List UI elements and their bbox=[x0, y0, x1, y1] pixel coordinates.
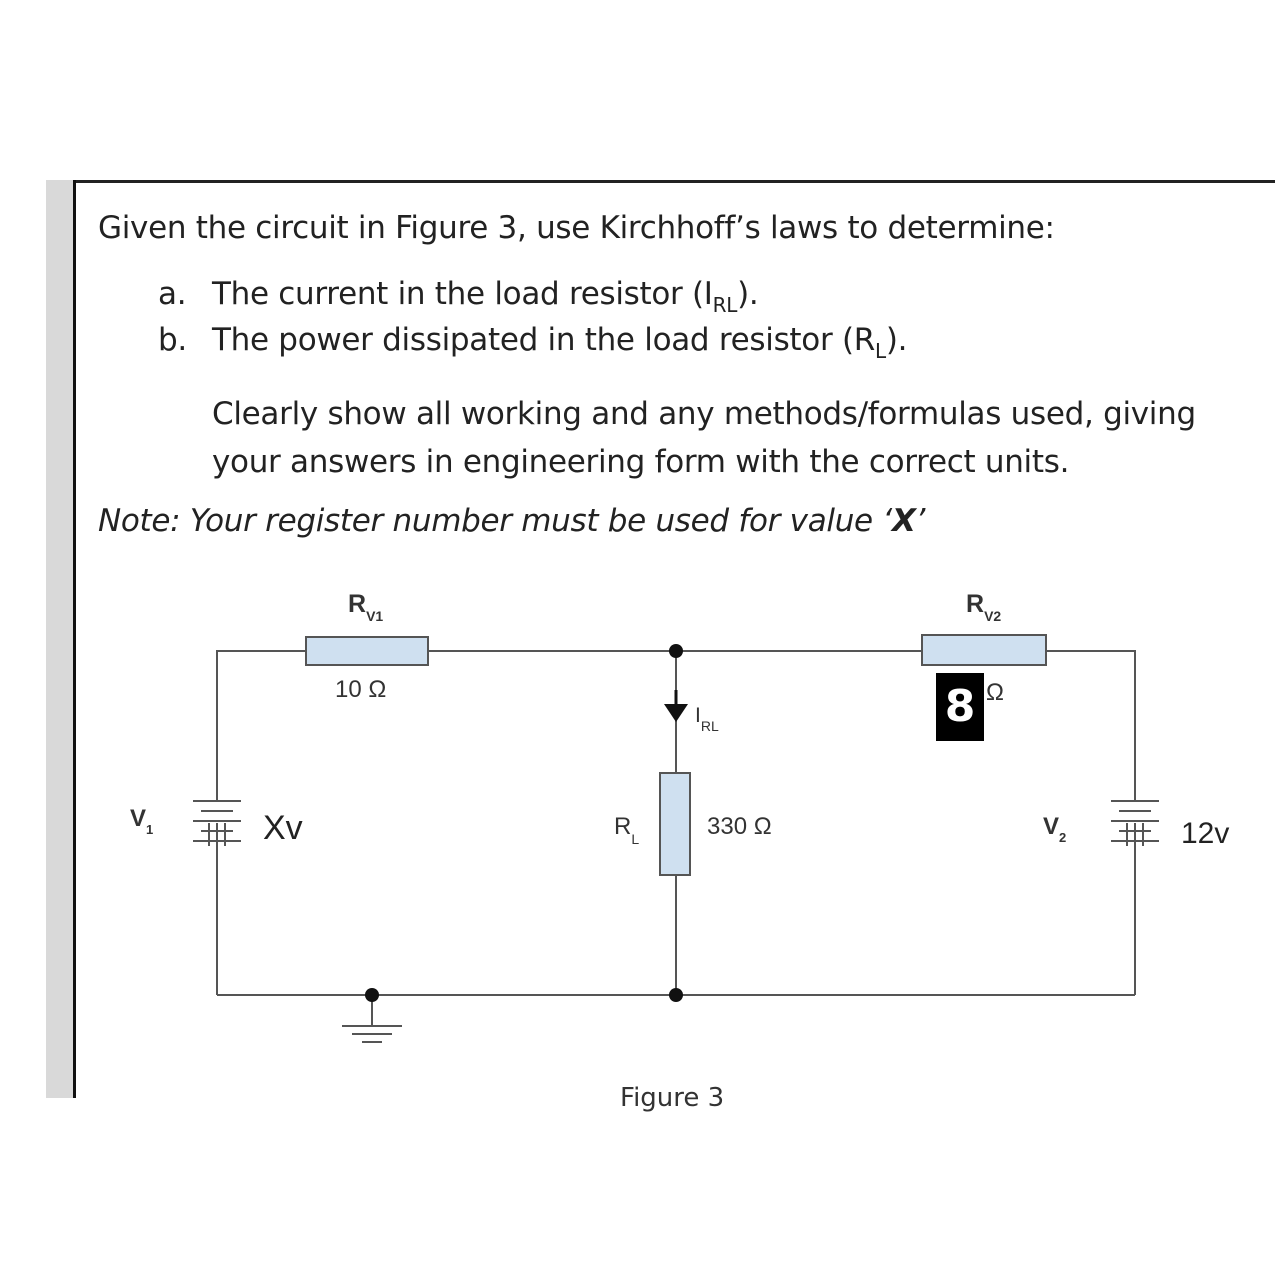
note-prefix: Note: Your register number must be used … bbox=[98, 503, 892, 539]
circuit-diagram: RV1 10 Ω RV2 Ω IRL RL 330 Ω V1 Xv V2 12v bbox=[130, 590, 1229, 1043]
rl-label: RL bbox=[614, 813, 639, 847]
rl-value: 330 Ω bbox=[707, 813, 772, 840]
junction-top bbox=[669, 644, 683, 658]
v1-value: Xv bbox=[263, 809, 303, 847]
resistor-rv2 bbox=[921, 634, 1047, 666]
rv1-label: RV1 bbox=[348, 590, 383, 624]
instruction-line-2: your answers in engineering form with th… bbox=[212, 444, 1070, 480]
wire-left-top bbox=[216, 650, 306, 800]
junction-ground bbox=[365, 988, 379, 1002]
figure-caption: Figure 3 bbox=[620, 1083, 725, 1113]
resistor-rl bbox=[659, 772, 691, 876]
left-margin-bar bbox=[46, 180, 76, 1098]
battery-v1-icon bbox=[193, 800, 241, 846]
question-item-b: b. The power dissipated in the load resis… bbox=[158, 322, 908, 363]
battery-v2-icon bbox=[1111, 800, 1159, 846]
rv2-value-unit: Ω bbox=[986, 679, 1004, 706]
note-variable: X bbox=[891, 503, 916, 539]
question-item-a: a. The current in the load resistor (IRL)… bbox=[158, 276, 759, 317]
ground-icon bbox=[342, 1025, 402, 1043]
current-arrow-icon bbox=[664, 704, 688, 722]
item-b-sub: L bbox=[874, 339, 886, 363]
item-a-label: a. bbox=[158, 276, 187, 312]
wire-right-top bbox=[1046, 650, 1136, 800]
resistor-rv1 bbox=[305, 636, 429, 666]
rv1-value: 10 Ω bbox=[335, 676, 386, 703]
item-b-label: b. bbox=[158, 322, 187, 358]
top-rule bbox=[46, 180, 1275, 183]
item-a-text: The current in the load resistor (I bbox=[212, 276, 713, 312]
instruction-line-1: Clearly show all working and any methods… bbox=[212, 396, 1196, 432]
irl-label: IRL bbox=[695, 704, 719, 734]
note-suffix: ’ bbox=[915, 503, 926, 539]
note: Note: Your register number must be used … bbox=[98, 503, 925, 539]
instructions: Clearly show all working and any methods… bbox=[212, 390, 1196, 486]
v2-value: 12v bbox=[1181, 817, 1229, 850]
item-a-tail: ). bbox=[737, 276, 759, 312]
item-b-text: The power dissipated in the load resisto… bbox=[212, 322, 875, 358]
rv2-value-number: 8 bbox=[936, 673, 984, 741]
v1-label: V1 bbox=[130, 805, 153, 837]
question-intro: Given the circuit in Figure 3, use Kirch… bbox=[98, 210, 1055, 246]
item-a-sub: RL bbox=[712, 293, 738, 317]
v2-label: V2 bbox=[1043, 813, 1066, 845]
junction-bottom bbox=[669, 988, 683, 1002]
item-b-tail: ). bbox=[885, 322, 908, 358]
rv2-label: RV2 bbox=[966, 590, 1001, 624]
